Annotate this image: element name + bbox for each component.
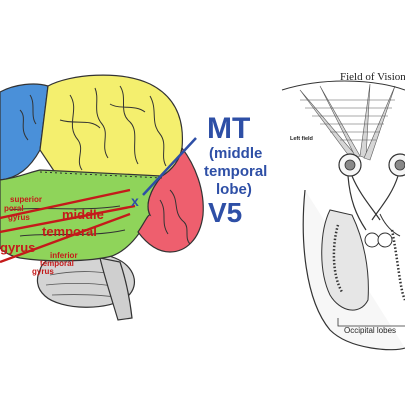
mt-line-1: (middle: [209, 145, 262, 162]
vision-diagram: Field of Vision Left field: [281, 71, 405, 351]
mt-marker: x: [131, 193, 139, 209]
left-hemisphere: [321, 209, 369, 311]
inferior-label-3: gyrus: [32, 267, 54, 276]
occipital-lobes-label: Occipital lobes: [344, 326, 396, 335]
brain-diagram: superior poral gyrus middle temporal gyr…: [0, 74, 267, 321]
lgn-nucleus: [364, 232, 380, 248]
inferior-label-1: inferior: [50, 251, 78, 260]
gyrus-lines: [0, 188, 136, 264]
mt-v5: V5: [208, 197, 242, 228]
parietal-lobe: [39, 74, 184, 181]
superior-label-3: gyrus: [8, 213, 30, 222]
mt-line-3: lobe): [216, 181, 252, 198]
temporal-label: temporal: [42, 224, 97, 239]
mt-line-2: temporal: [204, 163, 267, 180]
inferior-label-2: temporal: [40, 259, 74, 268]
gyrus-label: gyrus: [0, 240, 35, 255]
middle-label: middle: [62, 207, 104, 222]
mt-title: MT: [207, 112, 250, 145]
brain-stem: [99, 257, 133, 321]
superior-label-1: superior: [10, 195, 42, 204]
vision-title: Field of Vision: [340, 71, 405, 83]
occipital-lobe: [137, 146, 204, 253]
superior-label-2: poral: [4, 204, 24, 213]
left-field-label: Left field: [290, 136, 313, 142]
mt-pointer-line: [142, 137, 197, 196]
